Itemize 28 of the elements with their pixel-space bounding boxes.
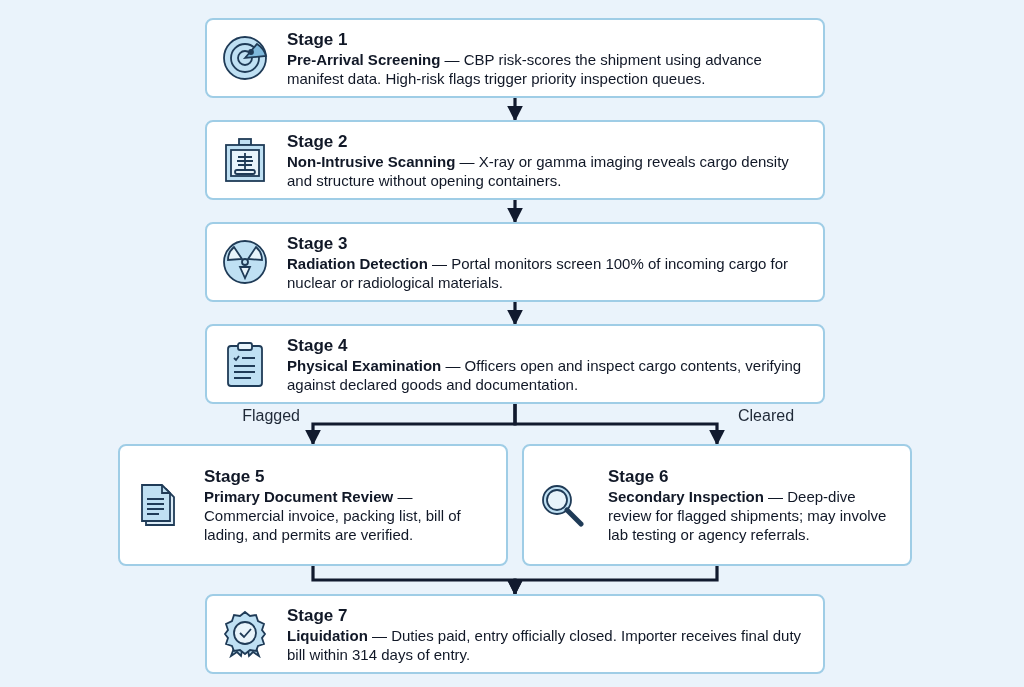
edge-label: Cleared: [738, 406, 795, 426]
arrow: [513, 404, 725, 446]
stage-card: [522, 444, 912, 566]
arrow: [507, 302, 523, 326]
stage-card: [205, 324, 825, 404]
stage-description: Physical Examination — Officers open and inspect cargo contents, verifying against declared goods and documentation.: [287, 355, 803, 394]
arrow: [507, 200, 523, 224]
stage-description: Liquidation — Duties paid, entry officially closed. Importer receives final duty bill within 314 days of entry.: [287, 625, 803, 664]
stage-number: Stage 6: [608, 466, 670, 487]
stage-card: [205, 120, 825, 200]
stage-description: Non-Intrusive Scanning — X-ray or gamma imaging reveals cargo density and structure without opening containers.: [287, 151, 790, 190]
stage-card: [205, 222, 825, 302]
arrow: [507, 566, 719, 596]
stage-number: Stage 7: [287, 604, 349, 626]
stage-number: Stage 3: [287, 232, 349, 254]
stage-card: [118, 444, 508, 566]
stage-description: Radiation Detection — Portal monitors screen 100% of incoming cargo for nuclear or radiological materials.: [287, 253, 790, 292]
stage-card: [205, 18, 825, 98]
stage-description: Primary Document Review — Commercial invoice, packing list, bill of lading, and permits are verified.: [204, 487, 462, 544]
stage-number: Stage 4: [287, 334, 349, 356]
stage-description: Pre-Arrival Screening — CBP risk-scores the shipment using advance manifest data. High-risk flags trigger priority inspection queues.: [287, 49, 763, 88]
arrow: [507, 98, 523, 122]
stage-card: [205, 594, 825, 674]
stage-description: Secondary Inspection — Deep-dive review for flagged shipments; may involve lab testing or agency referrals.: [608, 487, 888, 544]
edge-label: Flagged: [242, 406, 300, 426]
stage-number: Stage 2: [287, 130, 349, 152]
stage-number: Stage 5: [204, 466, 266, 487]
stage-number: Stage 1: [287, 28, 349, 50]
